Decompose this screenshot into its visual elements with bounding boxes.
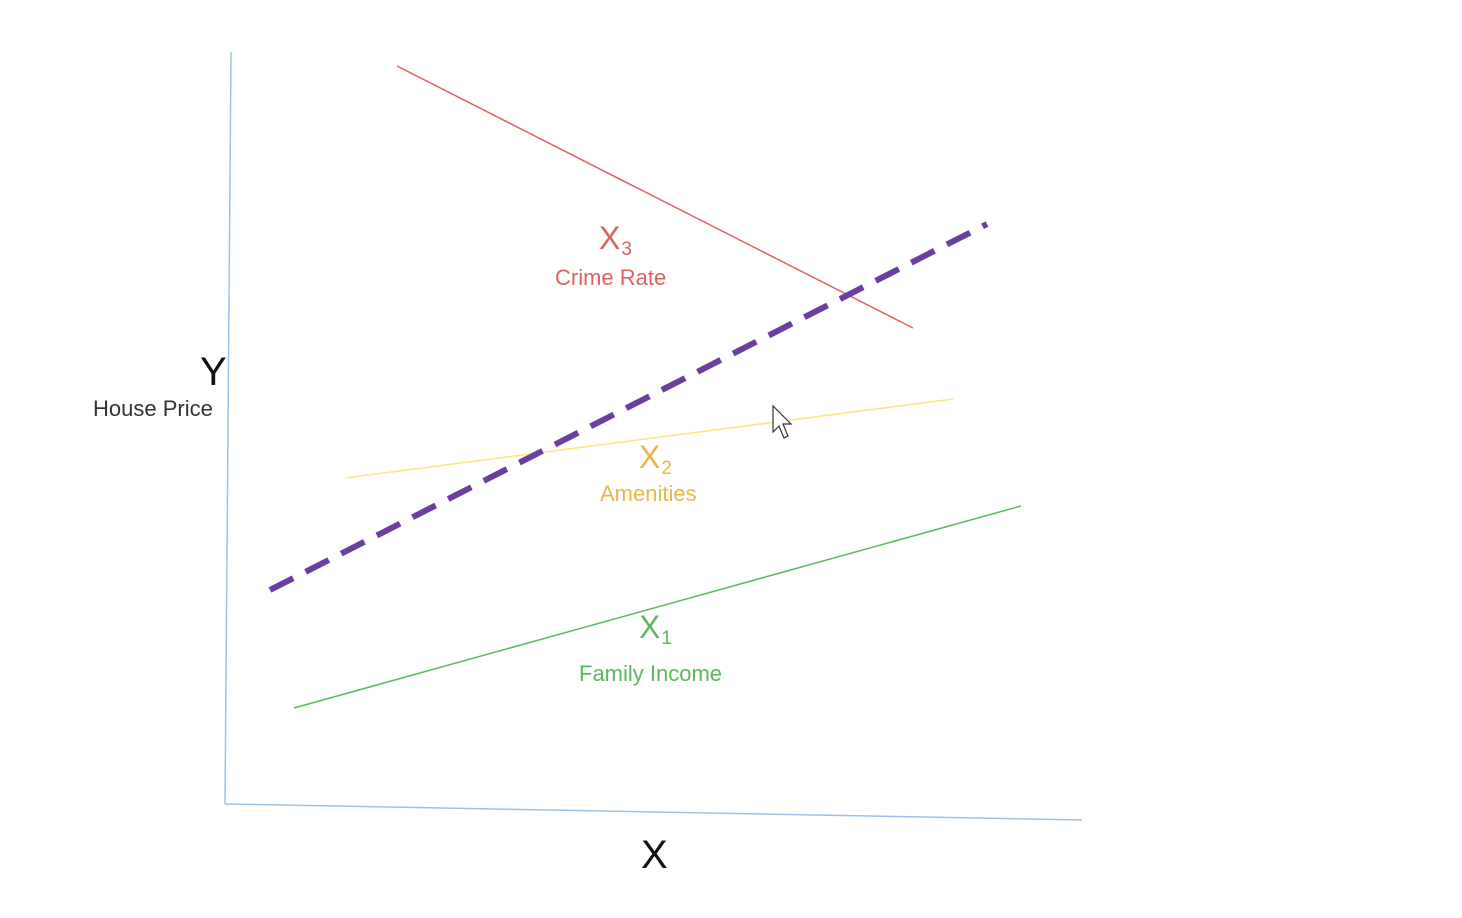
family-income-symbol: X1 — [639, 609, 672, 649]
mouse-pointer-icon — [772, 404, 793, 439]
y-axis-caption: House Price — [93, 396, 213, 421]
crime-rate-line — [396, 65, 914, 329]
y-axis — [224, 51, 232, 805]
amenities-line — [344, 398, 954, 479]
y-axis-symbol: Y — [200, 350, 227, 394]
family-income-caption: Family Income — [579, 661, 723, 686]
amenities-caption: Amenities — [600, 481, 697, 506]
crime-rate-symbol: X3 — [599, 220, 632, 260]
x-axis-symbol: X — [641, 833, 668, 877]
x-axis — [224, 803, 1083, 821]
combined-dashed-line — [268, 221, 989, 593]
family-income-line — [293, 505, 1022, 709]
amenities-symbol: X2 — [639, 439, 672, 479]
crime-rate-caption: Crime Rate — [555, 265, 667, 290]
